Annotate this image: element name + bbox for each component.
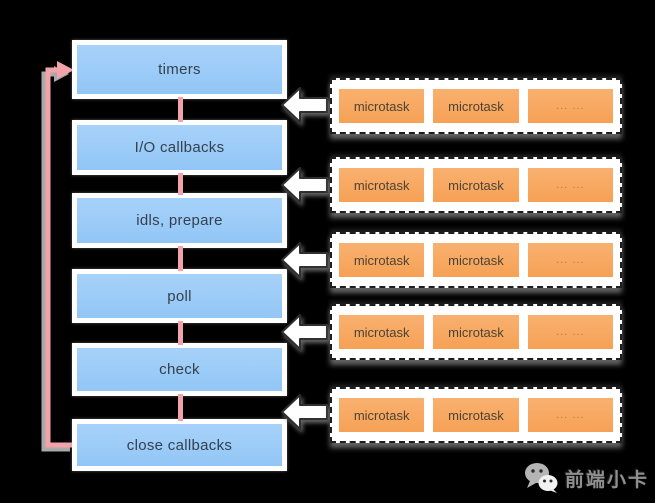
phase-box-idle-prepare: idls, prepare — [72, 193, 287, 248]
phase-connector — [178, 246, 183, 271]
microtask-queue-panel: microtask microtask ... ... — [330, 78, 622, 134]
watermark-label: 前端小卡 — [564, 469, 649, 491]
microtask-queue-panel: microtask microtask ... ... — [330, 304, 622, 360]
phase-connector — [178, 321, 183, 345]
microtask-box: microtask — [433, 168, 519, 202]
microtask-ellipsis-box: ... ... — [527, 168, 613, 202]
phase-box-close-callbacks: close callbacks — [72, 419, 287, 471]
loop-back-arrow — [41, 61, 74, 452]
microtask-queue-panel: microtask microtask ... ... — [330, 387, 622, 443]
microtask-box: microtask — [433, 315, 519, 349]
microtask-box: microtask — [433, 398, 519, 432]
microtask-queue-panel: microtask microtask ... ... — [330, 232, 622, 288]
microtask-box: microtask — [339, 168, 425, 202]
phase-box-check: check — [72, 343, 287, 396]
phase-label-io-callbacks: I/O callbacks — [77, 125, 282, 170]
phase-label-close-callbacks: close callbacks — [77, 424, 282, 466]
phase-box-io-callbacks: I/O callbacks — [72, 120, 287, 175]
watermark: 前端小卡 — [524, 462, 649, 494]
phase-box-poll: poll — [72, 269, 287, 323]
left-block-arrow-icon — [281, 394, 328, 430]
phase-box-timers: timers — [72, 40, 287, 99]
microtask-ellipsis-box: ... ... — [527, 89, 613, 123]
left-block-arrow-icon — [281, 87, 328, 123]
left-block-arrow-icon — [281, 314, 328, 350]
microtask-box: microtask — [339, 243, 425, 277]
microtask-ellipsis-box: ... ... — [527, 243, 613, 277]
microtask-box: microtask — [433, 89, 519, 123]
microtask-box: microtask — [433, 243, 519, 277]
microtask-ellipsis-box: ... ... — [527, 398, 613, 432]
left-block-arrow-icon — [281, 167, 328, 203]
wechat-icon — [524, 463, 558, 493]
microtask-box: microtask — [339, 89, 425, 123]
phase-label-poll: poll — [77, 274, 282, 318]
phase-label-check: check — [77, 348, 282, 391]
microtask-ellipsis-box: ... ... — [527, 315, 613, 349]
phase-connector — [178, 394, 183, 421]
microtask-box: microtask — [339, 398, 425, 432]
phase-connector — [178, 97, 183, 122]
left-block-arrow-icon — [281, 242, 328, 278]
phase-connector — [178, 173, 183, 195]
microtask-queue-panel: microtask microtask ... ... — [330, 157, 622, 213]
phase-label-idle-prepare: idls, prepare — [77, 198, 282, 243]
microtask-box: microtask — [339, 315, 425, 349]
phase-label-timers: timers — [77, 45, 282, 94]
